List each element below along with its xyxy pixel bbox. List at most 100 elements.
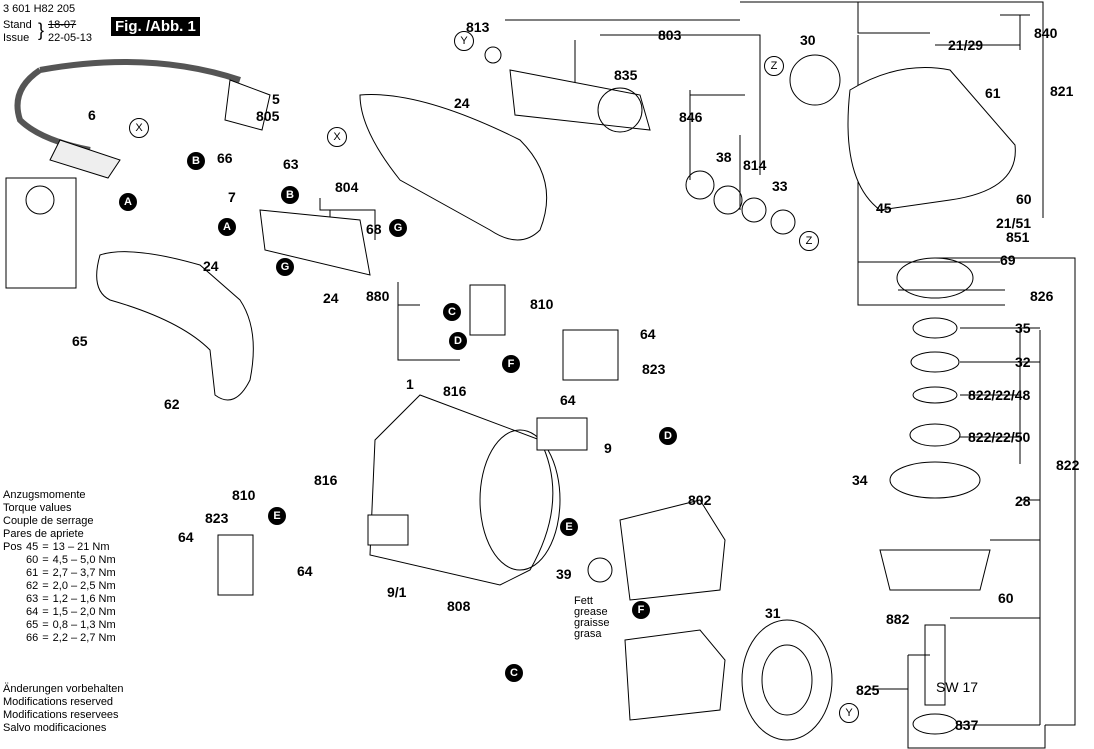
torque-title-de: Anzugsmomente [3,489,86,501]
torque-pos: 45 [25,541,39,553]
issue-label: Issue [3,32,30,44]
part-label-21-51: 21/51 [996,215,1032,231]
part-label-7: 7 [228,189,236,205]
part-label-38: 38 [716,149,732,165]
figure-title: Fig. /Abb. 1 [111,17,200,36]
torque-title-es: Pares de apriete [3,528,84,540]
torque-pos: 66 [25,632,39,644]
part-label-64-c: 64 [178,529,194,545]
torque-value: 2,2 – 2,7 Nm [52,632,116,644]
torque-pos: 63 [25,593,39,605]
part-label-810-b: 810 [232,487,256,503]
part-label-840: 840 [1034,25,1058,41]
part-label-882: 882 [886,611,910,627]
torque-title-fr: Couple de serrage [3,515,94,527]
part-label-880: 880 [366,288,390,304]
marker-g: G [389,219,407,237]
part-label-21-29: 21/29 [948,37,984,53]
part-label-803: 803 [658,27,682,43]
torque-value: 0,8 – 1,3 Nm [52,619,116,631]
torque-pos: 61 [25,567,39,579]
marker-a: A [119,193,137,211]
part-label-63: 63 [283,156,299,172]
part-label-802: 802 [688,492,712,508]
wrench-size-label: SW 17 [936,679,979,695]
part-label-9-1: 9/1 [387,584,407,600]
part-label-45: 45 [876,200,892,216]
torque-pos: 62 [25,580,39,592]
part-label-9: 9 [604,440,612,456]
part-label-822-22-50: 822/22/50 [968,429,1031,445]
torque-row: 60=4,5 – 5,0 Nm [3,554,120,567]
torque-values-table: Anzugsmomente Torque values Couple de se… [3,489,120,645]
part-label-34: 34 [852,472,868,488]
torque-value: 4,5 – 5,0 Nm [52,554,116,566]
marker-d: D [659,427,677,445]
part-label-837: 837 [955,717,979,733]
torque-value: 2,0 – 2,5 Nm [52,580,116,592]
part-label-64-b: 64 [560,392,576,408]
part-label-816-a: 816 [443,383,467,399]
part-label-851: 851 [1006,229,1030,245]
part-label-62: 62 [164,396,180,412]
part-label-822-22-48: 822/22/48 [968,387,1031,403]
marker-c: C [443,303,461,321]
part-label-30: 30 [800,32,816,48]
part-label-64-d: 64 [297,563,313,579]
marker-e: E [268,507,286,525]
note-es: Salvo modificaciones [3,722,107,734]
grease-note-es: grasa [574,628,602,640]
grease-note-en: grease [574,606,608,618]
marker-b: B [281,186,299,204]
part-label-64-a: 64 [640,326,656,342]
torque-value: 1,5 – 2,0 Nm [52,606,116,618]
marker-y: Y [454,31,474,51]
part-label-61: 61 [985,85,1001,101]
grease-note-fr: graisse [574,617,610,629]
part-label-823-b: 823 [205,510,229,526]
part-label-65: 65 [72,333,88,349]
part-label-816-b: 816 [314,472,338,488]
brace: } [38,20,45,40]
marker-f: F [632,601,650,619]
torque-row: 61=2,7 – 3,7 Nm [3,567,120,580]
torque-row: 66=2,2 – 2,7 Nm [3,632,120,645]
torque-value: 13 – 21 Nm [52,541,110,553]
part-label-31: 31 [765,605,781,621]
part-label-68: 68 [366,221,382,237]
leader-lines-gearhead [740,1,1044,218]
torque-pos: 65 [25,619,39,631]
stand-date: 18-07 [48,19,77,31]
part-label-28: 28 [1015,493,1031,509]
part-label-33: 33 [772,178,788,194]
part-label-60-a: 60 [1016,191,1032,207]
part-label-6: 6 [88,107,96,123]
marker-g: G [276,258,294,276]
part-label-813: 813 [466,19,490,35]
part-label-1: 1 [406,376,414,392]
marker-b: B [187,152,205,170]
part-label-835: 835 [614,67,638,83]
pos-label: Pos [3,541,22,553]
part-label-826: 826 [1030,288,1054,304]
note-en: Modifications reserved [3,696,114,708]
torque-row: 64=1,5 – 2,0 Nm [3,606,120,619]
part-label-24-c: 24 [323,290,339,306]
issue-date: 22-05-13 [48,32,93,44]
marker-a: A [218,218,236,236]
marker-x: X [327,127,347,147]
note-de: Änderungen vorbehalten [3,683,124,695]
part-label-69: 69 [1000,252,1016,268]
part-label-66: 66 [217,150,233,166]
torque-title-en: Torque values [3,502,72,514]
grease-note-de: Fett [574,595,593,607]
part-label-821: 821 [1050,83,1074,99]
part-label-804: 804 [335,179,359,195]
marker-e: E [560,518,578,536]
part-label-24-b: 24 [203,258,219,274]
stand-label: Stand [3,19,32,31]
